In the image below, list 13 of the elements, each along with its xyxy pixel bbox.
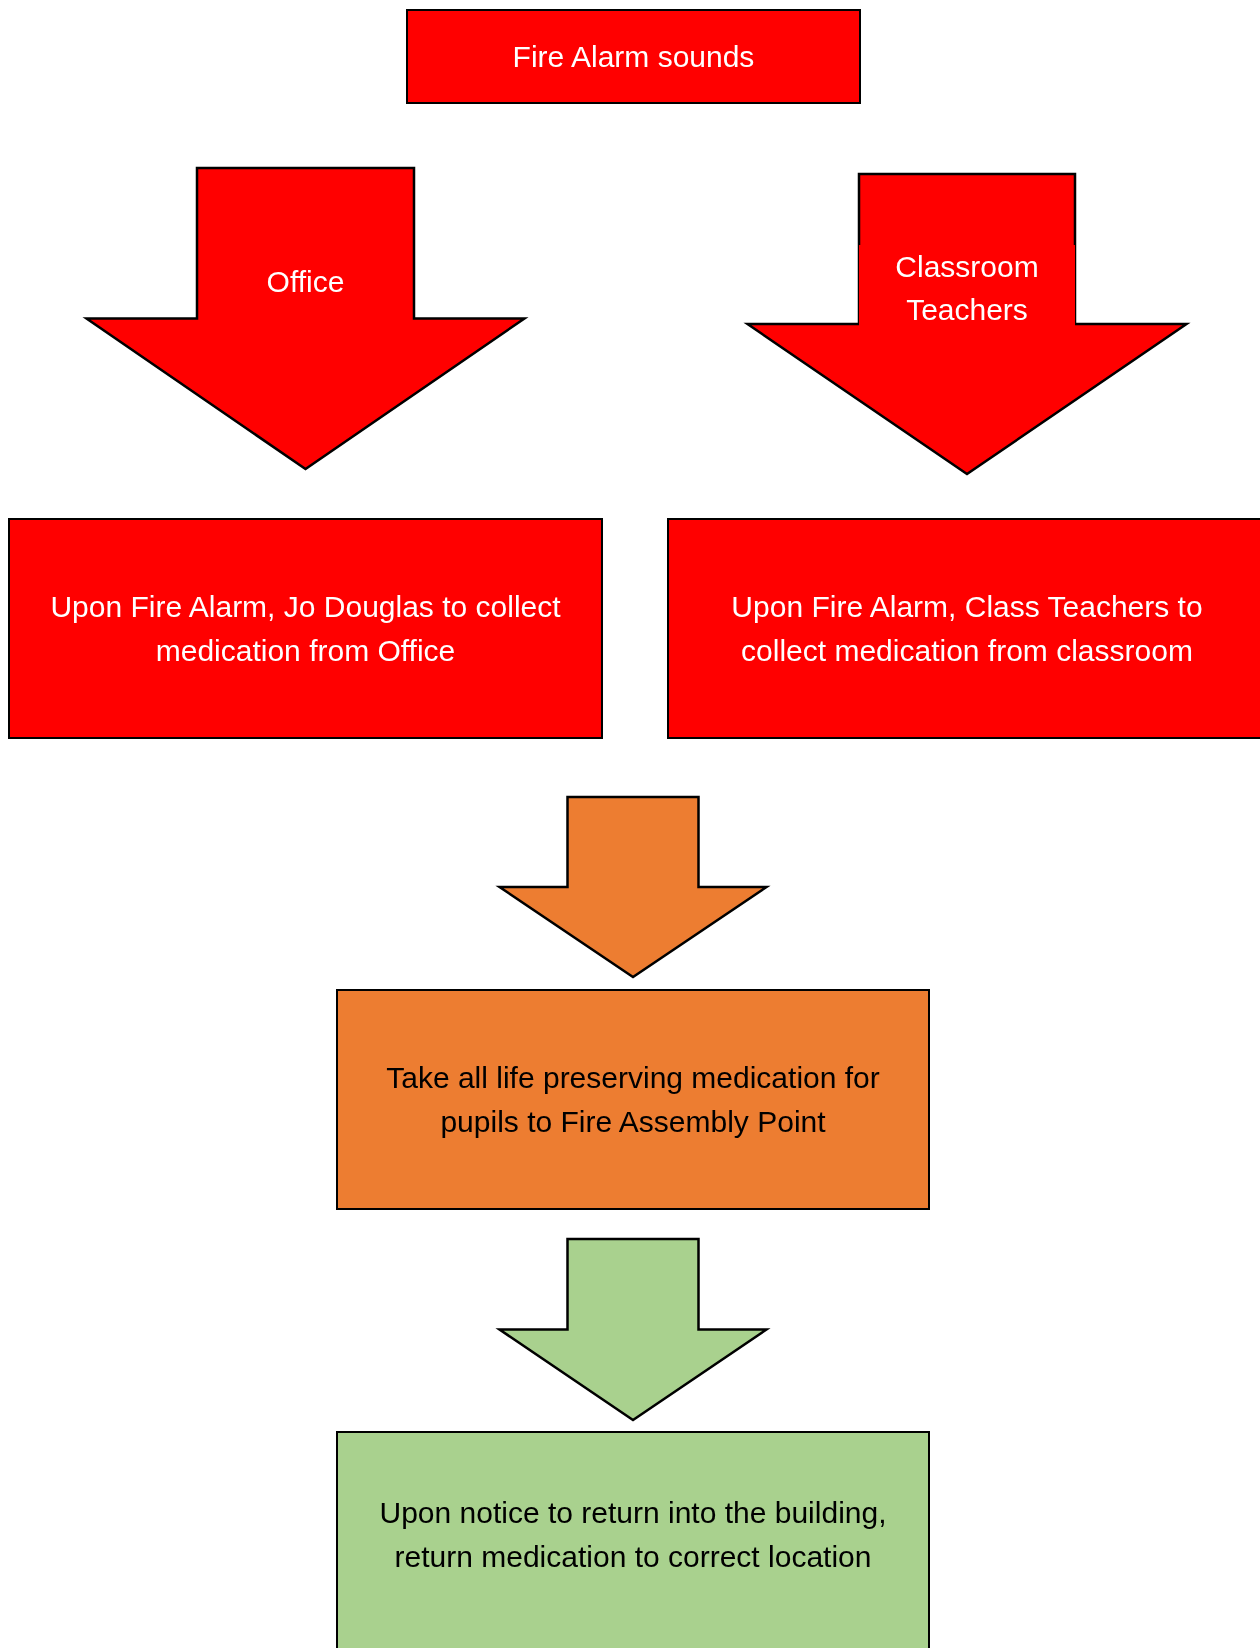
block-arrow <box>495 795 771 979</box>
process-box <box>667 518 1260 739</box>
node-text: Upon Fire Alarm, Jo Douglas to collect medication from Office <box>50 589 561 669</box>
block-arrow <box>82 166 529 471</box>
node-text: Upon Fire Alarm, Class Teachers to collect medication from classroom <box>730 589 1204 669</box>
process-box <box>336 1431 930 1648</box>
node-text: Upon notice to return into the building, return medication to correct location <box>378 1495 888 1575</box>
process-box <box>336 989 930 1210</box>
process-box <box>406 9 861 104</box>
node-text: Fire Alarm sounds <box>512 38 755 75</box>
process-box <box>8 518 603 739</box>
node-text: Take all life preserving medication for pupils to Fire Assembly Point <box>385 1060 881 1140</box>
block-arrow <box>495 1237 771 1422</box>
